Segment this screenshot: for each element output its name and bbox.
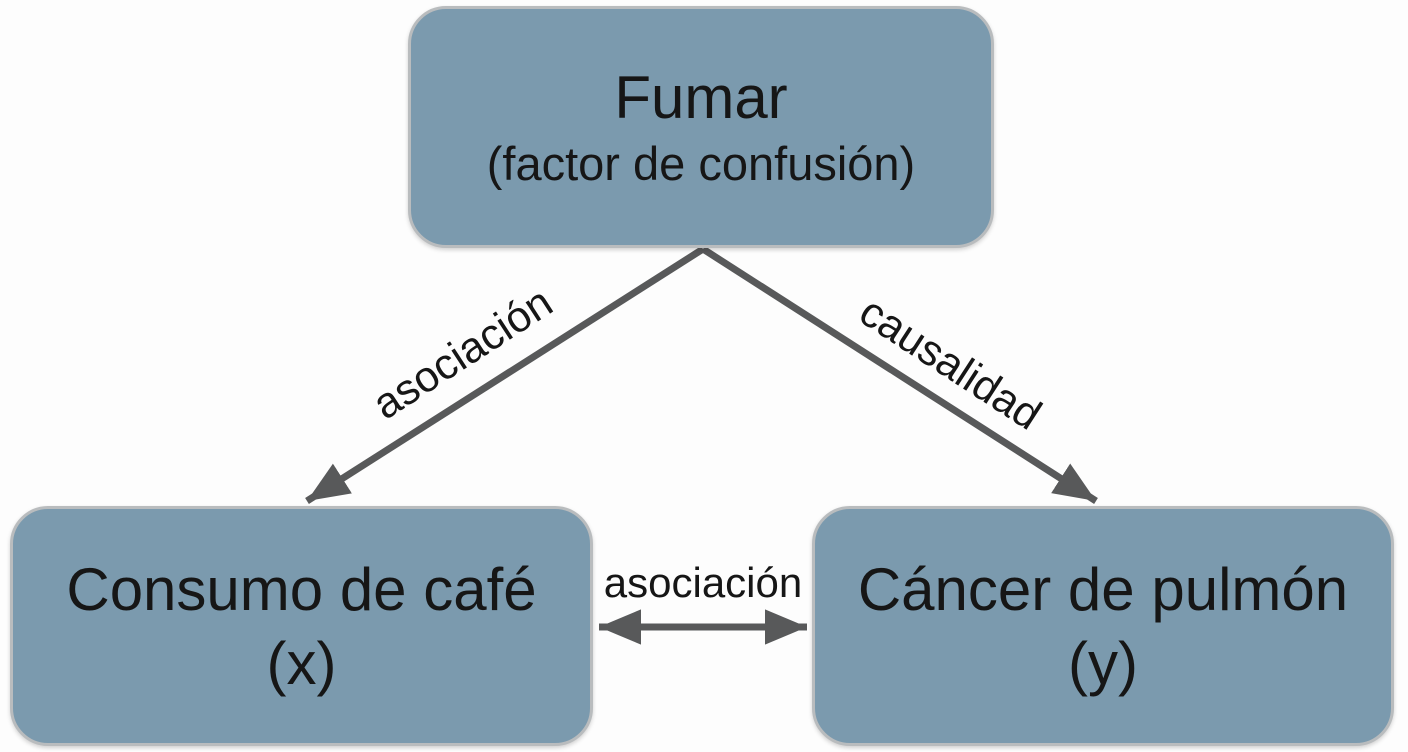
node-subtitle: (x) bbox=[266, 629, 337, 697]
node-effect-cancer-pulmon: Cáncer de pulmón (y) bbox=[812, 506, 1394, 746]
node-confounder-fumar: Fumar (factor de confusión) bbox=[408, 6, 994, 248]
node-title: Consumo de café bbox=[66, 555, 537, 623]
node-subtitle: (y) bbox=[1068, 629, 1138, 697]
node-title: Fumar bbox=[614, 64, 788, 132]
edge-label-asociacion-middle: asociación bbox=[603, 559, 803, 606]
edge-confounder-to-effect bbox=[701, 246, 1098, 504]
node-title: Cáncer de pulmón bbox=[857, 555, 1349, 623]
node-subtitle: (factor de confusión) bbox=[486, 137, 916, 191]
edge-confounder-to-cause bbox=[305, 246, 705, 504]
node-cause-consumo-cafe: Consumo de café (x) bbox=[10, 506, 593, 746]
